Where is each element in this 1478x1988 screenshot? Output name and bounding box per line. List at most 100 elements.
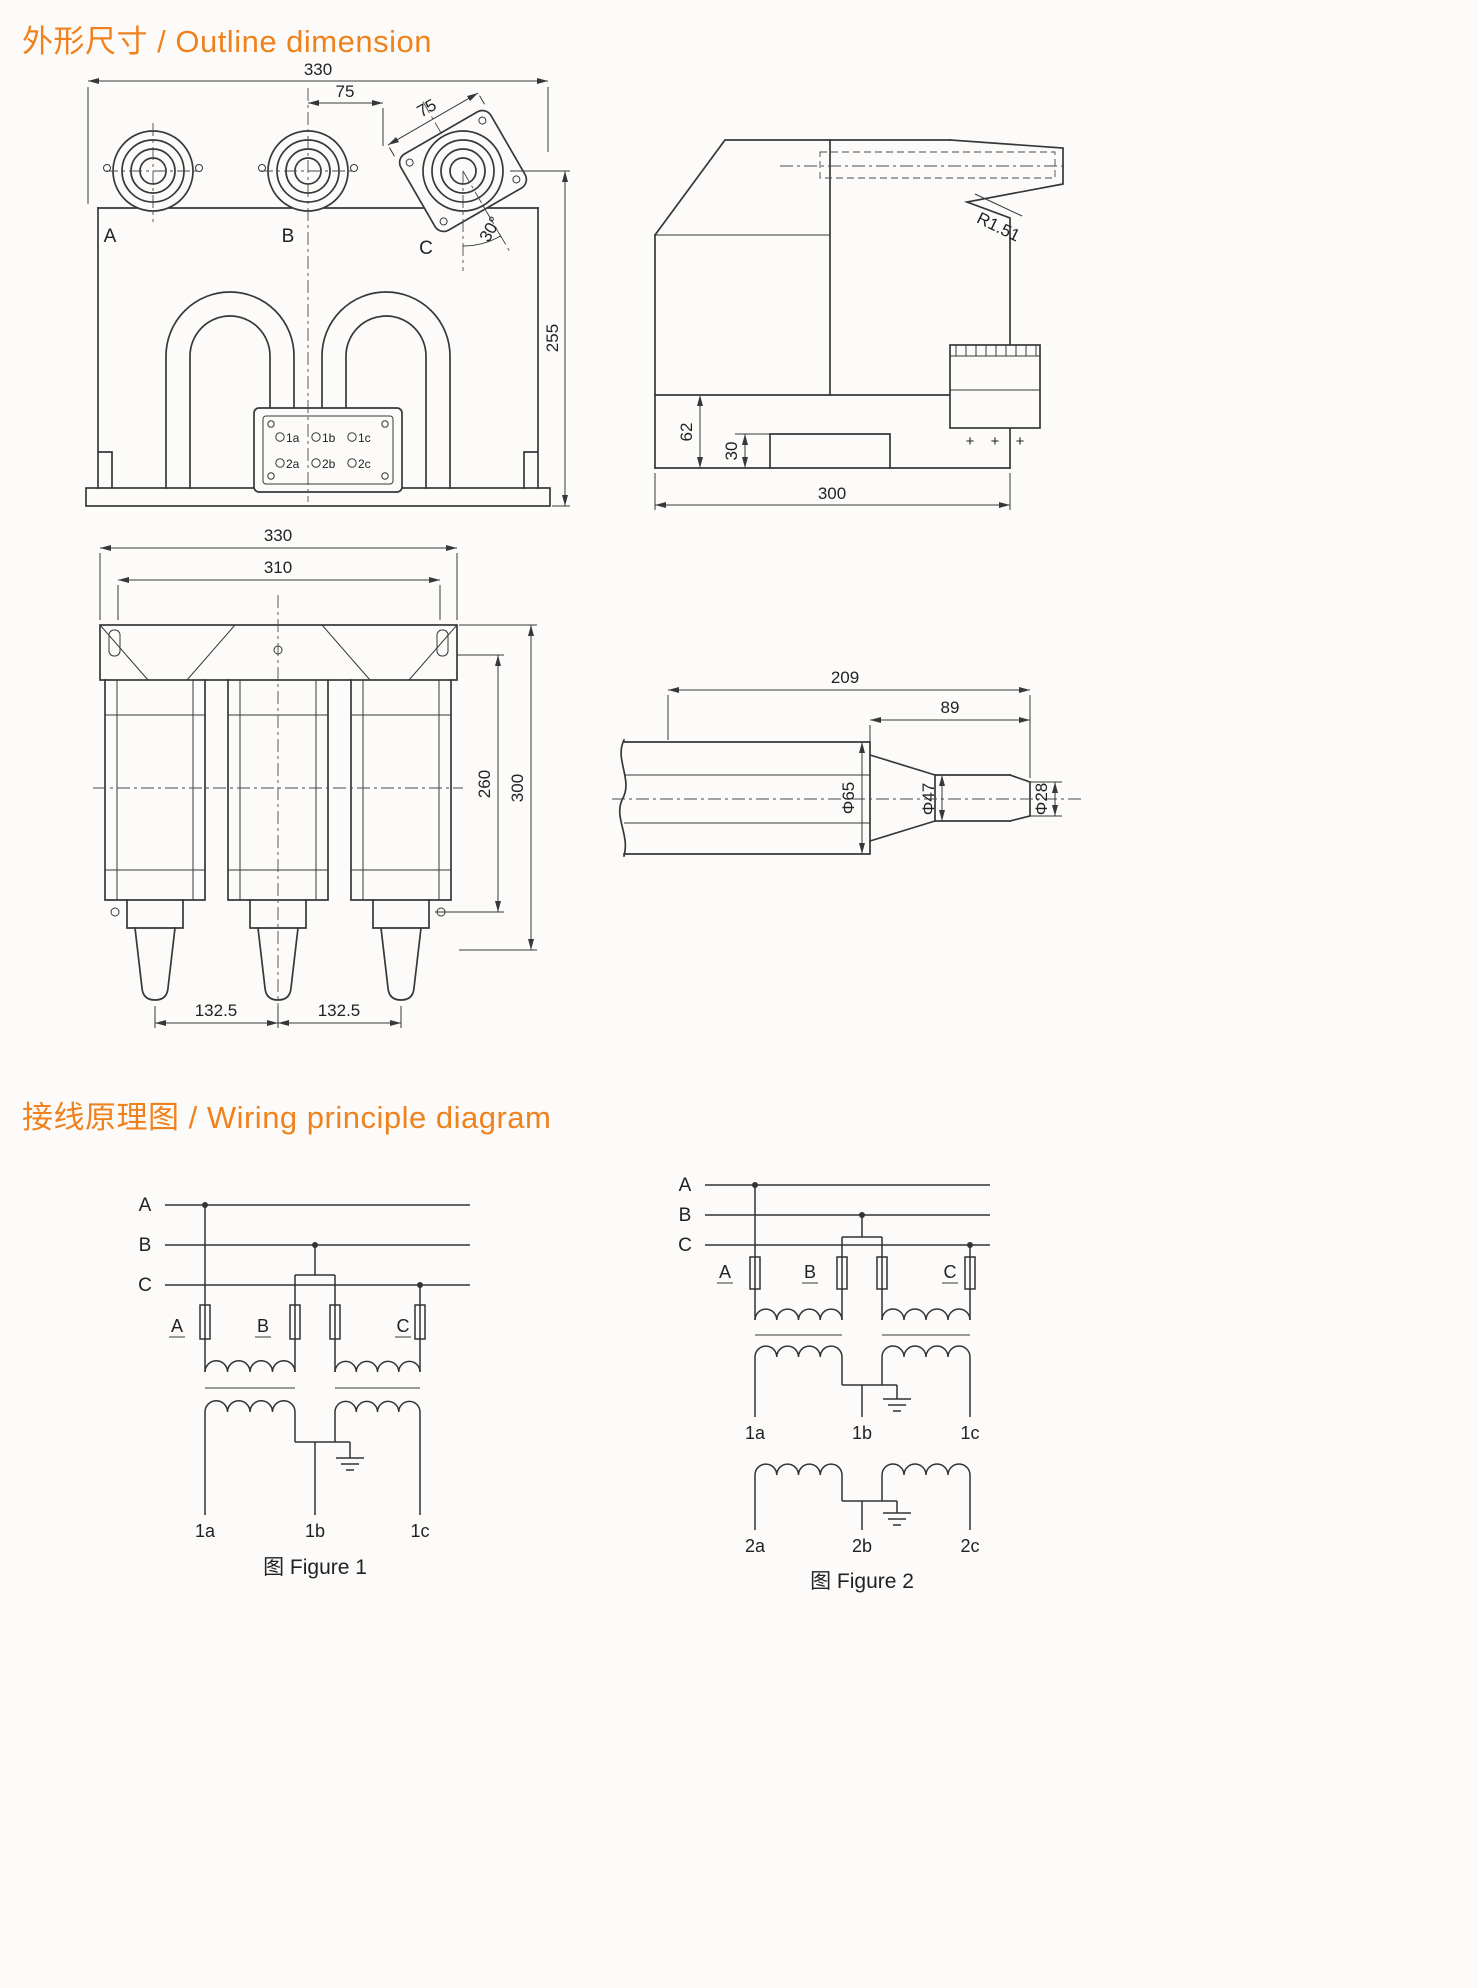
terminal-2b: 2b [322, 457, 336, 471]
dim-dia-28: Φ28 [1030, 781, 1062, 817]
ground-symbol [883, 1398, 911, 1412]
u-loop-right-inner [345, 315, 427, 489]
ground-symbol [336, 1457, 364, 1471]
bushing-a [103, 123, 203, 222]
winding-label-c: C [944, 1262, 957, 1282]
dim-209: 209 [667, 668, 1031, 778]
top-flange [99, 624, 458, 681]
dim-label-310: 310 [264, 558, 292, 577]
dim-label-330: 330 [304, 60, 332, 79]
dim-label-255: 255 [543, 324, 562, 352]
dim-label-132-5-right: 132.5 [318, 1001, 361, 1020]
fuse [836, 1256, 848, 1290]
dim-label-75: 75 [336, 82, 355, 101]
u-loop-left-outer [165, 291, 295, 489]
dim-label-89: 89 [941, 698, 960, 717]
fuse [876, 1256, 888, 1290]
winding-label-c: C [397, 1316, 410, 1336]
figure1-caption: 图 Figure 1 [263, 1556, 367, 1579]
secondary-winding [754, 1463, 843, 1476]
dim-75-front: 75 [308, 82, 384, 146]
fuse [964, 1256, 976, 1290]
side-body [653, 139, 1068, 469]
cone-bushings [126, 899, 430, 1001]
bushing-c: 75 [387, 92, 528, 241]
terminal-2b: 2b [852, 1536, 872, 1556]
secondary-winding [334, 1400, 421, 1413]
dim-300-plan: 300 [459, 624, 537, 951]
dim-132-5-pair: 132.5 132.5 [154, 1001, 402, 1028]
dim-310: 310 [117, 558, 441, 620]
dim-dia-47: Φ47 [919, 775, 945, 821]
dim-label-132-5-left: 132.5 [195, 1001, 238, 1020]
section-title-wiring: 接线原理图 / Wiring principle diagram [22, 1100, 552, 1135]
ground-symbol [883, 1512, 911, 1526]
dim-label-260: 260 [475, 770, 494, 798]
terminal-1c: 1c [358, 431, 371, 445]
fuse [199, 1304, 211, 1340]
secondary-circuit-2: 2a 2b 2c [745, 1463, 980, 1556]
terminal-1c: 1c [960, 1423, 979, 1443]
base-block [769, 433, 891, 469]
phase-label-a: A [104, 226, 117, 247]
bushing-detail-drawing: 209 89 Φ65 Φ47 Φ28 [612, 668, 1082, 858]
primary-winding [334, 1360, 421, 1373]
secondary-winding [754, 1345, 843, 1358]
front-view-drawing: 75 30° 330 75 [85, 60, 570, 507]
dim-62: 62 [677, 395, 703, 468]
phase-label-c: C [419, 238, 433, 259]
side-rail: + + + [949, 344, 1041, 450]
secondary-circuit: 1a 1b 1c [195, 1400, 430, 1541]
phase-line-a: A [139, 1195, 152, 1216]
phase-label-b: B [282, 226, 295, 247]
winding-label-b: B [257, 1316, 269, 1336]
break-line [618, 738, 627, 858]
terminal-1a: 1a [195, 1521, 216, 1541]
dim-label-300-plan: 300 [508, 774, 527, 802]
hidden-conductor [819, 151, 1056, 179]
u-loop-right-outer [321, 291, 451, 489]
secondary-winding [881, 1345, 971, 1358]
primary-winding [881, 1308, 971, 1321]
dim-89: 89 [869, 698, 1030, 750]
secondary-circuit-1: 1a 1b 1c [745, 1345, 980, 1443]
dim-30: 30 [722, 433, 770, 468]
terminal-2a: 2a [745, 1536, 766, 1556]
section-title-outline: 外形尺寸 / Outline dimension [22, 24, 432, 59]
secondary-winding [204, 1400, 296, 1413]
terminal-1c: 1c [410, 1521, 429, 1541]
primary-circuit: A B C [717, 1185, 976, 1336]
secondary-winding [881, 1463, 971, 1476]
terminal-1b: 1b [322, 431, 336, 445]
dim-label-62: 62 [677, 423, 696, 442]
radius-callout: R1.51 [974, 193, 1023, 246]
phase-line-c: C [138, 1275, 152, 1296]
phase-line-b: B [679, 1205, 692, 1226]
u-loop-left-inner [189, 315, 271, 489]
side-view-drawing: + + + R1.51 62 30 300 [653, 139, 1068, 510]
side-bushing [949, 139, 1064, 396]
figure2-caption: 图 Figure 2 [810, 1570, 914, 1593]
plus-mark: + [966, 433, 975, 450]
terminal-2c: 2c [960, 1536, 979, 1556]
plus-mark: + [1016, 433, 1025, 450]
dim-label-330-plan: 330 [264, 526, 292, 545]
plan-view-drawing: 330 310 260 300 132.5 132.5 [93, 526, 537, 1028]
dim-label-300: 300 [818, 484, 846, 503]
dim-label-209: 209 [831, 668, 859, 687]
figure2-wiring-diagram: A B C A B C 1a [678, 1175, 990, 1593]
phase-lines: A B C [678, 1175, 990, 1256]
angle-30-label: 30° [476, 213, 505, 245]
terminal-1a: 1a [745, 1423, 766, 1443]
dim-255: 255 [510, 170, 570, 507]
terminal-1a: 1a [286, 431, 300, 445]
terminal-1b: 1b [852, 1423, 872, 1443]
dia-label-28: Φ28 [1032, 783, 1051, 815]
dim-label-30: 30 [722, 442, 741, 461]
dia-label-47: Φ47 [919, 783, 938, 815]
fuse [329, 1304, 341, 1340]
fuse [414, 1304, 426, 1340]
phase-line-b: B [139, 1235, 152, 1256]
figure1-wiring-diagram: A B C A B C 1a [138, 1195, 470, 1579]
